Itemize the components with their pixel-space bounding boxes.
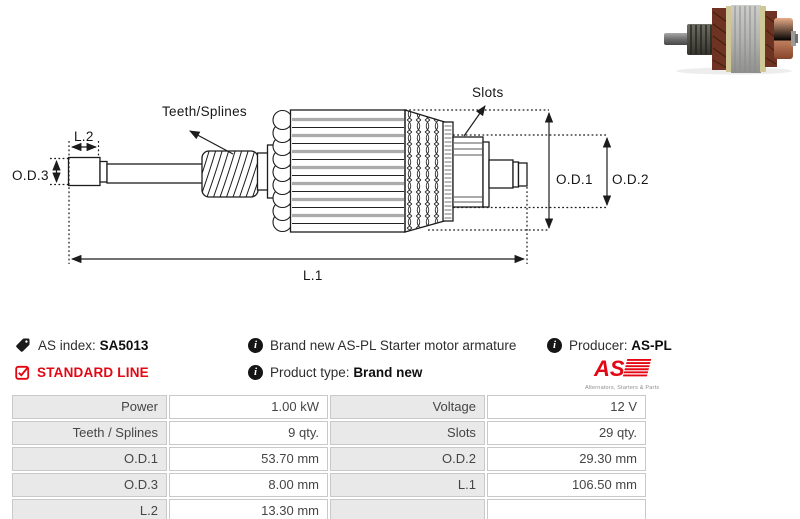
logo-tagline: Alternators, Starters & Parts: [585, 385, 660, 391]
info-icon: i: [248, 364, 263, 380]
table-row: L.2 13.30 mm: [12, 499, 646, 519]
label-teeth-splines: Teeth/Splines: [162, 104, 247, 119]
spec-value: 9 qty.: [168, 421, 328, 445]
product-type-row: i Product type: Brand new: [248, 364, 422, 380]
spec-label: Power: [12, 395, 167, 419]
spec-value: 13.30 mm: [168, 499, 328, 519]
product-type-label: Product type:: [270, 364, 350, 380]
spec-label: Slots: [329, 421, 485, 445]
spec-label: O.D.3: [12, 473, 167, 497]
spec-label: [329, 499, 485, 519]
spec-label: L.1: [329, 473, 485, 497]
spec-value: 8.00 mm: [168, 473, 328, 497]
producer-label: Producer:: [569, 337, 628, 353]
table-row: O.D.3 8.00 mm L.1 106.50 mm: [12, 473, 646, 497]
table-row: Teeth / Splines 9 qty. Slots 29 qty.: [12, 421, 646, 445]
spec-value: [486, 499, 646, 519]
spec-value: 1.00 kW: [168, 395, 328, 419]
as-index-row: AS index: SA5013: [15, 337, 148, 353]
description-row: i Brand new AS-PL Starter motor armature: [248, 337, 516, 353]
producer-text: Producer: AS-PL: [569, 338, 672, 353]
table-row: O.D.1 53.70 mm O.D.2 29.30 mm: [12, 447, 646, 471]
core-lamination-lines: [292, 117, 404, 224]
as-index-label: AS index:: [38, 337, 96, 353]
producer-value: AS-PL: [631, 337, 672, 353]
label-od1: O.D.1: [556, 172, 593, 187]
checkbox-checked-icon: [15, 365, 30, 380]
spec-value: 106.50 mm: [486, 473, 646, 497]
table-row: Power 1.00 kW Voltage 12 V: [12, 395, 646, 419]
product-type-text: Product type: Brand new: [270, 365, 422, 380]
as-index-value: SA5013: [99, 337, 149, 353]
spec-label: O.D.2: [329, 447, 485, 471]
spec-label: Teeth / Splines: [12, 421, 167, 445]
spec-value: 12 V: [486, 395, 646, 419]
armature-shape: [67, 109, 528, 233]
product-photo[interactable]: [662, 2, 798, 76]
info-icon: i: [547, 337, 562, 353]
logo-text: AS: [593, 356, 625, 380]
label-slots: Slots: [472, 85, 504, 100]
spec-label: O.D.1: [12, 447, 167, 471]
info-icon: i: [248, 337, 263, 353]
spec-label: L.2: [12, 499, 167, 519]
standard-line-row: STANDARD LINE: [15, 364, 149, 380]
label-od2: O.D.2: [612, 172, 649, 187]
as-pl-logo: AS Alternators, Starters & Parts: [585, 356, 659, 391]
label-l2: L.2: [74, 129, 94, 144]
spec-value: 53.70 mm: [168, 447, 328, 471]
as-pl-logo-mark: AS: [593, 356, 652, 381]
armature-technical-drawing: O.D.3 L.2 Teeth/Splines Slots O.D.1 O.D.…: [12, 85, 649, 283]
label-od3: O.D.3: [12, 168, 49, 183]
product-type-value: Brand new: [353, 364, 423, 380]
spec-table: Power 1.00 kW Voltage 12 V Teeth / Splin…: [10, 393, 648, 519]
as-index-text: AS index: SA5013: [38, 338, 148, 353]
spec-label: Voltage: [329, 395, 485, 419]
description-text: Brand new AS-PL Starter motor armature: [270, 337, 517, 353]
spec-value: 29 qty.: [486, 421, 646, 445]
dimension-arrows: [52, 105, 612, 264]
producer-row: i Producer: AS-PL: [547, 337, 672, 353]
tag-icon: [16, 338, 30, 352]
standard-line-label: STANDARD LINE: [37, 364, 149, 380]
spec-value: 29.30 mm: [486, 447, 646, 471]
label-l1: L.1: [303, 268, 323, 283]
